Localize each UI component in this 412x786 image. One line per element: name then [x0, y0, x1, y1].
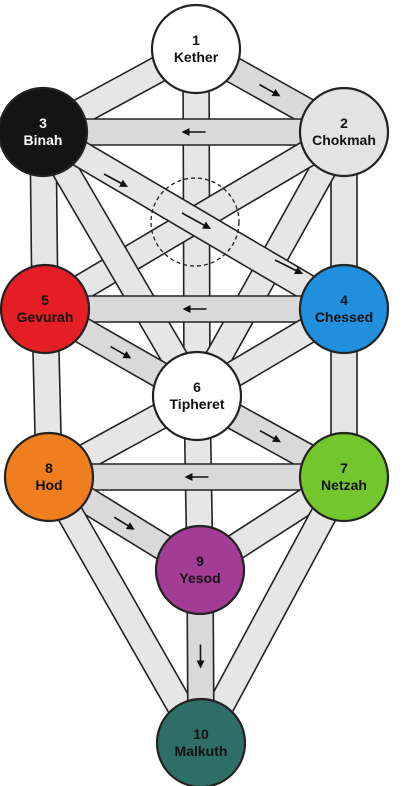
sephira-chessed-number: 4: [340, 292, 348, 308]
arrows-layer: [103, 83, 303, 669]
flow-arrow-chokmah-binah: [181, 128, 206, 136]
flow-arrow-chessed-gevurah: [182, 305, 207, 313]
flow-arrow-yesod-malkuth: [196, 644, 205, 669]
sephira-chokmah-number: 2: [340, 115, 348, 131]
sephira-gevurah-number: 5: [41, 292, 49, 308]
flow-arrow-kether-chokmah: [259, 83, 281, 97]
daath-circle: [150, 177, 240, 267]
sephira-chokmah-circle: [298, 86, 390, 178]
flow-arrow-gevurah-tipheret: [110, 345, 132, 359]
sephira-chessed-circle: [298, 263, 390, 355]
sephira-kether-circle: [150, 3, 242, 95]
flow-arrow-daath-chessed: [274, 259, 303, 274]
sephira-tipheret-name: Tipheret: [170, 396, 225, 412]
sephira-binah-circle: [0, 86, 89, 178]
sephira-tipheret-number: 6: [193, 379, 201, 395]
sephira-binah-number: 3: [39, 115, 47, 131]
flow-arrow-binah-daath: [103, 173, 128, 187]
sephira-malkuth-circle: [155, 697, 247, 786]
sephira-hod-circle: [3, 431, 95, 523]
flow-arrow-hod-yesod: [113, 516, 135, 530]
sephira-netzah-circle: [298, 431, 390, 523]
flow-arrow-daath-center: [181, 212, 211, 229]
sephira-netzah-name: Netzah: [321, 477, 367, 493]
sephira-gevurah-name: Gevurah: [17, 309, 74, 325]
sephira-kether-name: Kether: [174, 49, 219, 65]
sephira-chessed-name: Chessed: [315, 309, 373, 325]
sephira-yesod-number: 9: [196, 553, 204, 569]
sephira-chokmah-name: Chokmah: [312, 132, 376, 148]
flow-arrow-tipheret-netzah: [259, 430, 282, 443]
sephira-gevurah-circle: [0, 263, 91, 355]
sephira-kether-number: 1: [192, 32, 200, 48]
flow-arrow-netzah-hod: [184, 473, 209, 481]
sephira-yesod-circle: [154, 524, 246, 616]
sephira-tipheret-circle: [151, 350, 243, 442]
sephira-binah-name: Binah: [24, 132, 63, 148]
sephira-netzah-number: 7: [340, 460, 348, 476]
daath-layer: [150, 177, 240, 267]
sephira-malkuth-name: Malkuth: [175, 743, 228, 759]
sephira-hod-number: 8: [45, 460, 53, 476]
sephira-hod-name: Hod: [35, 477, 62, 493]
sephira-malkuth-number: 10: [193, 726, 209, 742]
sephira-yesod-name: Yesod: [179, 570, 220, 586]
